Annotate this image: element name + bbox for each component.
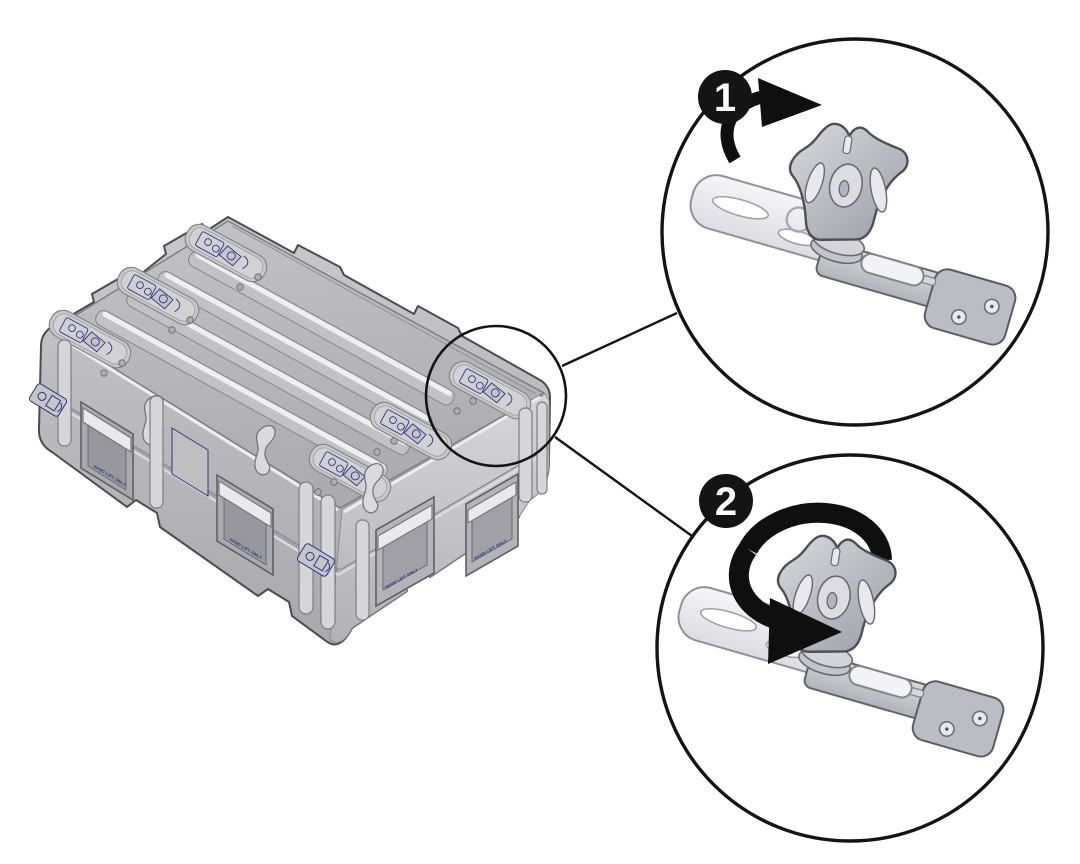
top-back-edge-line [231, 225, 537, 395]
highlight-circle [424, 324, 568, 468]
front-rivets [161, 430, 165, 466]
step-number-2: 2 [715, 480, 737, 524]
callout-step2: 2 [655, 453, 1045, 843]
lid-ribs [95, 250, 455, 479]
leader-line-step2 [554, 436, 693, 537]
handle-left-face: HAND LIFT ONLY [80, 400, 134, 502]
lid-rivets [100, 273, 477, 496]
step-badge-1 [698, 70, 752, 124]
lid-edge-highlight-left [53, 332, 339, 512]
callout-step1: 1 [660, 37, 1050, 427]
shipping-case: HAND LIFT ONLY HAND LIFT ONLY HAND LIFT … [27, 216, 551, 646]
leader-line-step1 [561, 311, 678, 368]
handle-right-face-1: HAND LIFT ONLY [375, 495, 435, 608]
rotate-arrow-back-arc [739, 502, 892, 561]
handle-right-face-2: HAND LIFT ONLY [465, 472, 519, 578]
step-number-1: 1 [714, 76, 736, 120]
rotate-arrow-icon [728, 543, 842, 664]
step-badge-2 [699, 474, 753, 528]
label-plate [171, 427, 209, 497]
